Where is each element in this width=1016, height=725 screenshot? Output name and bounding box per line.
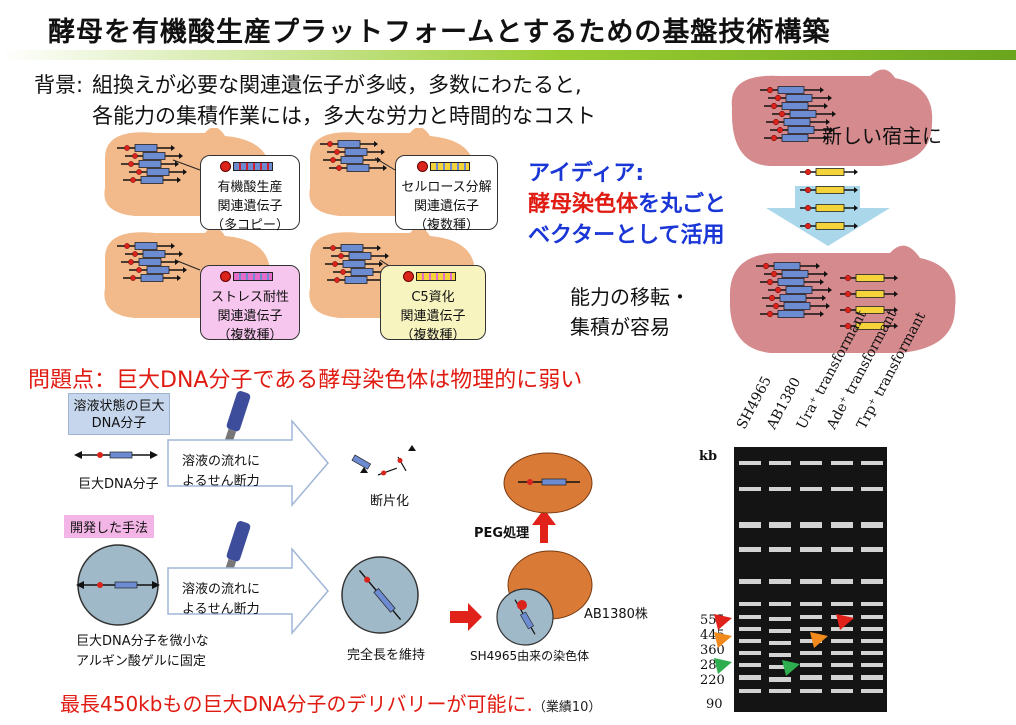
- callout-c5-genes: C5資化 関連遺伝子 （複数種）: [380, 265, 486, 343]
- background-line-2: 各能力の集積作業には，多大な労力と時間的なコスト: [92, 104, 596, 128]
- callout-line: 関連遺伝子: [217, 199, 283, 214]
- strain-label: AB1380株: [584, 607, 648, 622]
- idea-highlight-chromosome: 酵母染色体: [528, 192, 639, 217]
- green-arrowhead-icon: [714, 658, 732, 674]
- callout-line: （複数種）: [217, 328, 283, 343]
- gel-image: [734, 447, 887, 712]
- bottom-message-text: 最長450kbもの巨大DNA分子のデリバリーが可能に.: [60, 692, 533, 716]
- gel-marker-label: 90: [706, 697, 723, 712]
- callout-cellulose-genes: セルロース分解 関連遺伝子 （複数種）: [395, 155, 498, 233]
- transfer-line-1: 能力の移転・: [570, 285, 690, 309]
- callout-line: 有機酸生産: [217, 180, 283, 195]
- fragmentation-label: 断片化: [370, 494, 410, 509]
- callout-line: （複数種）: [400, 328, 466, 343]
- background-line-1: 組換えが必要な関連遺伝子が多岐，多数にわたると,: [92, 73, 582, 97]
- bottom-message: 最長450kbもの巨大DNA分子のデリバリーが可能に.（業績10）: [60, 688, 601, 717]
- alginate-line: 巨大DNA分子を微小な: [76, 634, 209, 649]
- idea-line-1-rest: を丸ごと: [638, 192, 727, 217]
- gel-bands: [734, 447, 887, 712]
- shear-line: 溶液の流れに: [182, 582, 261, 597]
- callout-line: ストレス耐性: [210, 290, 289, 305]
- gel-arrowheads: [714, 614, 854, 676]
- gel-kb-unit: kb: [699, 449, 718, 464]
- alginate-line: アルギン酸ゲルに固定: [76, 654, 206, 669]
- callout-stress-genes: ストレス耐性 関連遺伝子 （複数種）: [200, 265, 300, 343]
- callout-organic-acid-genes: 有機酸生産 関連遺伝子 （多コピー）: [200, 155, 300, 233]
- new-host-label: 新しい宿主に: [822, 124, 942, 148]
- shear-label-bottom: 溶液の流れに よるせん断力: [182, 580, 260, 620]
- callout-line: 関連遺伝子: [217, 309, 283, 324]
- idea-label: アイディア:: [528, 161, 645, 186]
- callout-line: C5資化: [411, 290, 455, 305]
- shear-line: よるせん断力: [182, 474, 260, 489]
- bottom-message-note: （業績10）: [532, 700, 602, 715]
- green-arrowhead-icon: [782, 660, 800, 676]
- page-title: 酵母を有機酸生産プラットフォームとするための基盤技術構築: [48, 17, 831, 48]
- peg-treatment-label: PEG処理: [474, 526, 530, 541]
- orange-arrowhead-icon: [714, 632, 732, 648]
- background-heading: 背景:: [34, 73, 84, 97]
- shear-line: よるせん断力: [182, 602, 260, 617]
- gene-cassette-icon: [403, 271, 463, 282]
- chromosome-transfer-illustration: [729, 69, 956, 353]
- idea-line-2: ベクターとして活用: [528, 223, 725, 248]
- transfer-line-2: 集積が容易: [570, 315, 670, 339]
- title-underline-bar: [0, 50, 1016, 60]
- solution-box-line: DNA分子: [91, 416, 147, 431]
- callout-line: （複数種）: [413, 218, 479, 233]
- gene-cassette-icon: [416, 161, 477, 172]
- problem-statement: 問題点：巨大DNA分子である酵母染色体は物理的に弱い: [28, 368, 583, 393]
- callout-line: 関連遺伝子: [413, 199, 479, 214]
- gel-marker-label: 220: [700, 673, 725, 688]
- callout-line: 関連遺伝子: [400, 309, 466, 324]
- callout-line: （多コピー）: [210, 218, 289, 233]
- chromosome-origin-label: SH4965由来の染色体: [470, 649, 590, 663]
- solution-state-box: 溶液状態の巨大 DNA分子: [68, 393, 170, 435]
- red-arrowhead-icon: [836, 614, 854, 630]
- full-length-label: 完全長を維持: [347, 648, 426, 663]
- red-arrowhead-icon: [714, 614, 732, 630]
- orange-arrowhead-icon: [810, 632, 828, 648]
- solution-box-line: 溶液状態の巨大: [73, 399, 165, 414]
- giant-dna-label: 巨大DNA分子: [78, 477, 159, 492]
- shear-label-top: 溶液の流れに よるせん断力: [182, 452, 260, 492]
- idea-line-1: 酵母染色体を丸ごと: [528, 186, 726, 218]
- method-illustration: [74, 391, 593, 646]
- alginate-gel-label: 巨大DNA分子を微小な アルギン酸ゲルに固定: [76, 632, 209, 672]
- developed-method-label: 開発した手法: [64, 515, 155, 538]
- gene-cassette-icon: [220, 161, 280, 172]
- gene-cassette-icon: [220, 271, 280, 282]
- shear-line: 溶液の流れに: [182, 454, 261, 469]
- callout-line: セルロース分解: [401, 180, 492, 195]
